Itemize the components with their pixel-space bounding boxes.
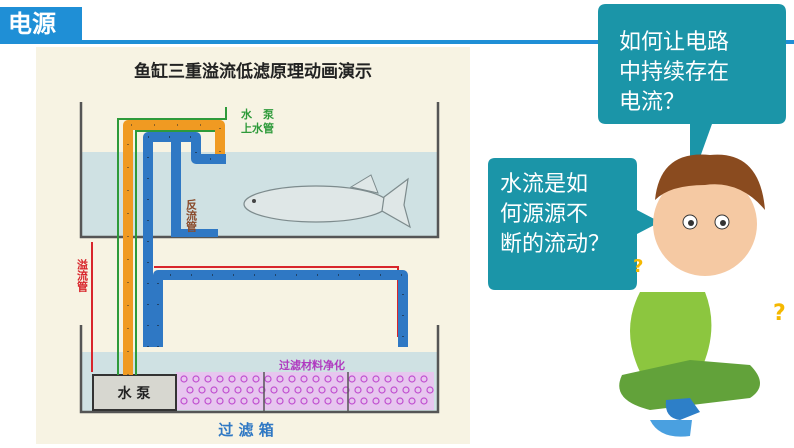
question-1-line-1: 如何让电路: [619, 30, 730, 55]
question-2-line-2: 何源源不: [500, 202, 589, 227]
filter-box-label: 过 滤 箱: [218, 421, 273, 439]
filter-box-outline: [79, 325, 440, 414]
diagram-svg: 鱼缸三重溢流低滤原理动画演示 水 泵: [36, 47, 470, 444]
return-pipe-label: 反流管: [185, 198, 198, 233]
question-1-line-3: 电流？: [619, 90, 686, 115]
question-1-line-2: 中持续存在: [619, 60, 730, 85]
green-line: [117, 107, 227, 375]
pump: [92, 374, 177, 411]
aquarium-diagram: 鱼缸三重溢流低滤原理动画演示 水 泵: [36, 47, 470, 444]
filter-media: [176, 372, 434, 412]
pump-label: 水 泵: [118, 385, 151, 402]
question-2-line-3: 断的流动？: [500, 232, 611, 257]
overflow-pipe: [153, 270, 408, 347]
pump-pipe-label-2: 上水管: [241, 121, 274, 135]
fish: [243, 174, 411, 229]
svg-text:?: ?: [773, 301, 786, 326]
question-2-line-1: 水流是如: [500, 172, 589, 197]
tank-outline: [79, 102, 440, 239]
pump-up-pipe: [123, 120, 225, 375]
overflow-pipe-label: 溢流管: [76, 258, 89, 293]
diagram-title: 鱼缸三重溢流低滤原理动画演示: [134, 61, 372, 82]
question-2: 水流是如 何源源不 断的流动？: [500, 170, 630, 260]
filter-media-label: 过滤材料净化: [279, 358, 345, 372]
pump-pipe-label-1: 水 泵: [241, 107, 274, 121]
boy-illustration: ? ?: [619, 154, 786, 437]
question-1: 如何让电路 中持续存在 电流？: [619, 28, 769, 118]
return-pipe: [143, 132, 226, 347]
title-underline: [0, 40, 794, 44]
slide-title: 电源: [0, 7, 82, 41]
svg-text:?: ?: [633, 256, 643, 277]
